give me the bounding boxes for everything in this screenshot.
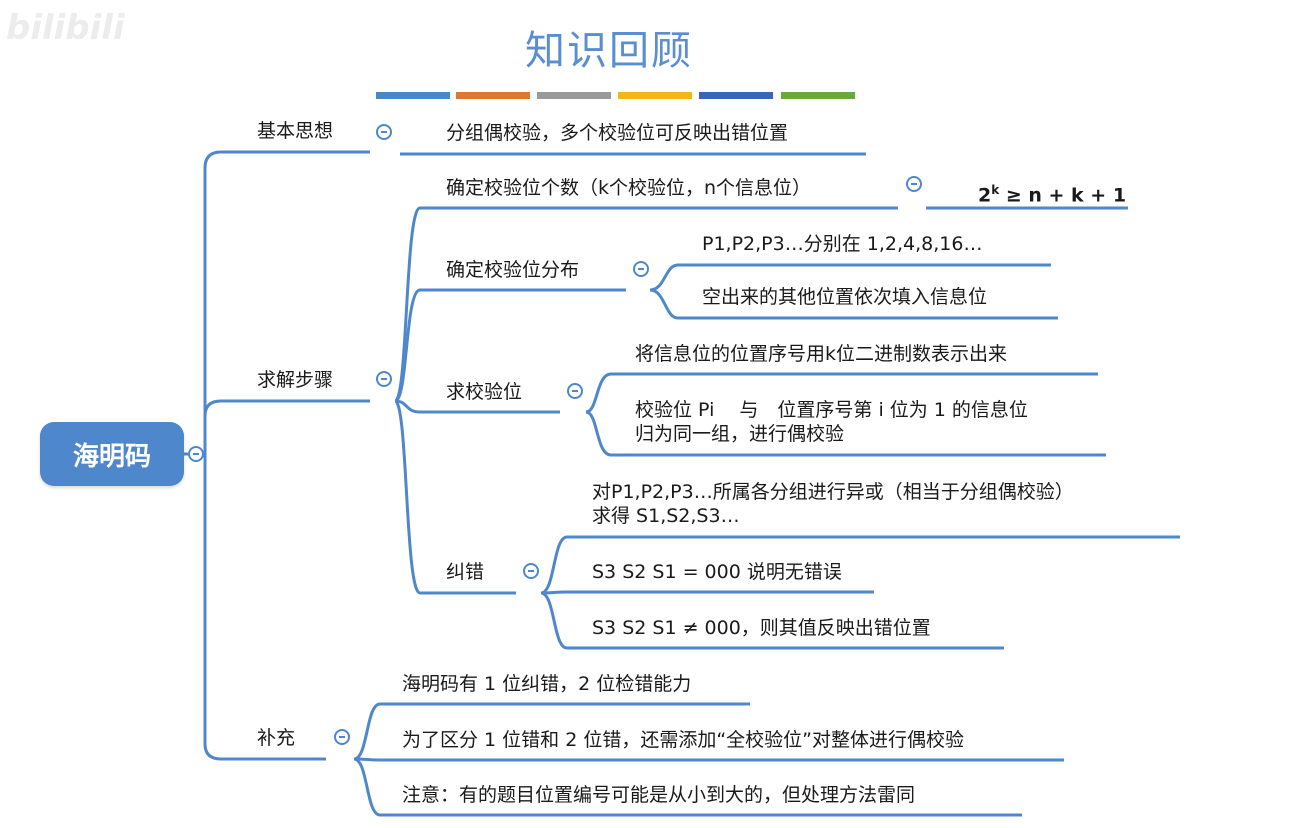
collapse-icon[interactable] [906, 176, 922, 192]
collapse-icon[interactable] [633, 261, 649, 277]
collapse-icon[interactable] [188, 446, 204, 462]
node-supplement[interactable]: 补充 [257, 727, 296, 749]
node-distribution-fill[interactable]: 空出来的其他位置依次填入信息位 [702, 286, 988, 308]
node-distribution-positions[interactable]: P1,P2,P3…分别在 1,2,4,8,16… [702, 233, 983, 255]
node-supplement-overall-parity[interactable]: 为了区分 1 位错和 2 位错，还需添加“全校验位”对整体进行偶校验 [402, 729, 965, 751]
node-supplement-note[interactable]: 注意：有的题目位置编号可能是从小到大的，但处理方法雷同 [402, 784, 916, 806]
node-basic-detail[interactable]: 分组偶校验，多个校验位可反映出错位置 [446, 122, 789, 144]
collapse-icon[interactable] [567, 383, 583, 399]
node-error-position[interactable]: S3 S2 S1 ≠ 000，则其值反映出错位置 [592, 617, 931, 639]
node-check-bit-count[interactable]: 确定校验位个数（k个校验位，n个信息位） [446, 177, 812, 199]
formula-exponent: k [991, 183, 1000, 197]
color-bar [456, 92, 530, 99]
color-bar [618, 92, 692, 99]
xor-line-1: 对P1,P2,P3…所属各分组进行异或（相当于分组偶校验） [592, 481, 1074, 503]
node-formula[interactable]: 2k ≥ n + k + 1 [978, 178, 1126, 207]
grouping-line-2: 归为同一组，进行偶校验 [635, 423, 845, 445]
node-grouping[interactable]: 校验位 Pi 与 位置序号第 i 位为 1 的信息位 归为同一组，进行偶校验 [635, 398, 1028, 446]
bilibili-watermark: bilibili [6, 8, 125, 48]
node-check-bit-distribution[interactable]: 确定校验位分布 [446, 259, 580, 281]
formula-rest: ≥ n + k + 1 [999, 184, 1127, 207]
collapse-icon[interactable] [376, 124, 392, 140]
node-supplement-capability[interactable]: 海明码有 1 位纠错，2 位检错能力 [402, 673, 692, 695]
color-bar [699, 92, 773, 99]
node-error-correction[interactable]: 纠错 [446, 561, 485, 583]
node-no-error[interactable]: S3 S2 S1 = 000 说明无错误 [592, 561, 842, 583]
node-xor-groups[interactable]: 对P1,P2,P3…所属各分组进行异或（相当于分组偶校验） 求得 S1,S2,S… [592, 480, 1074, 528]
color-bar [537, 92, 611, 99]
node-binary-position[interactable]: 将信息位的位置序号用k位二进制数表示出来 [635, 343, 1008, 365]
collapse-icon[interactable] [334, 729, 350, 745]
xor-line-2: 求得 S1,S2,S3… [592, 505, 740, 527]
formula-base: 2 [978, 184, 992, 207]
collapse-icon[interactable] [376, 371, 392, 387]
node-basic-idea[interactable]: 基本思想 [257, 120, 334, 142]
grouping-line-1: 校验位 Pi 与 位置序号第 i 位为 1 的信息位 [635, 399, 1028, 421]
root-node[interactable]: 海明码 [40, 422, 184, 486]
node-solution-steps[interactable]: 求解步骤 [257, 369, 334, 391]
color-bar [376, 92, 450, 99]
collapse-icon[interactable] [523, 563, 539, 579]
color-bar [781, 92, 855, 99]
page-title: 知识回顾 [525, 28, 693, 74]
node-compute-check-bits[interactable]: 求校验位 [446, 381, 523, 403]
